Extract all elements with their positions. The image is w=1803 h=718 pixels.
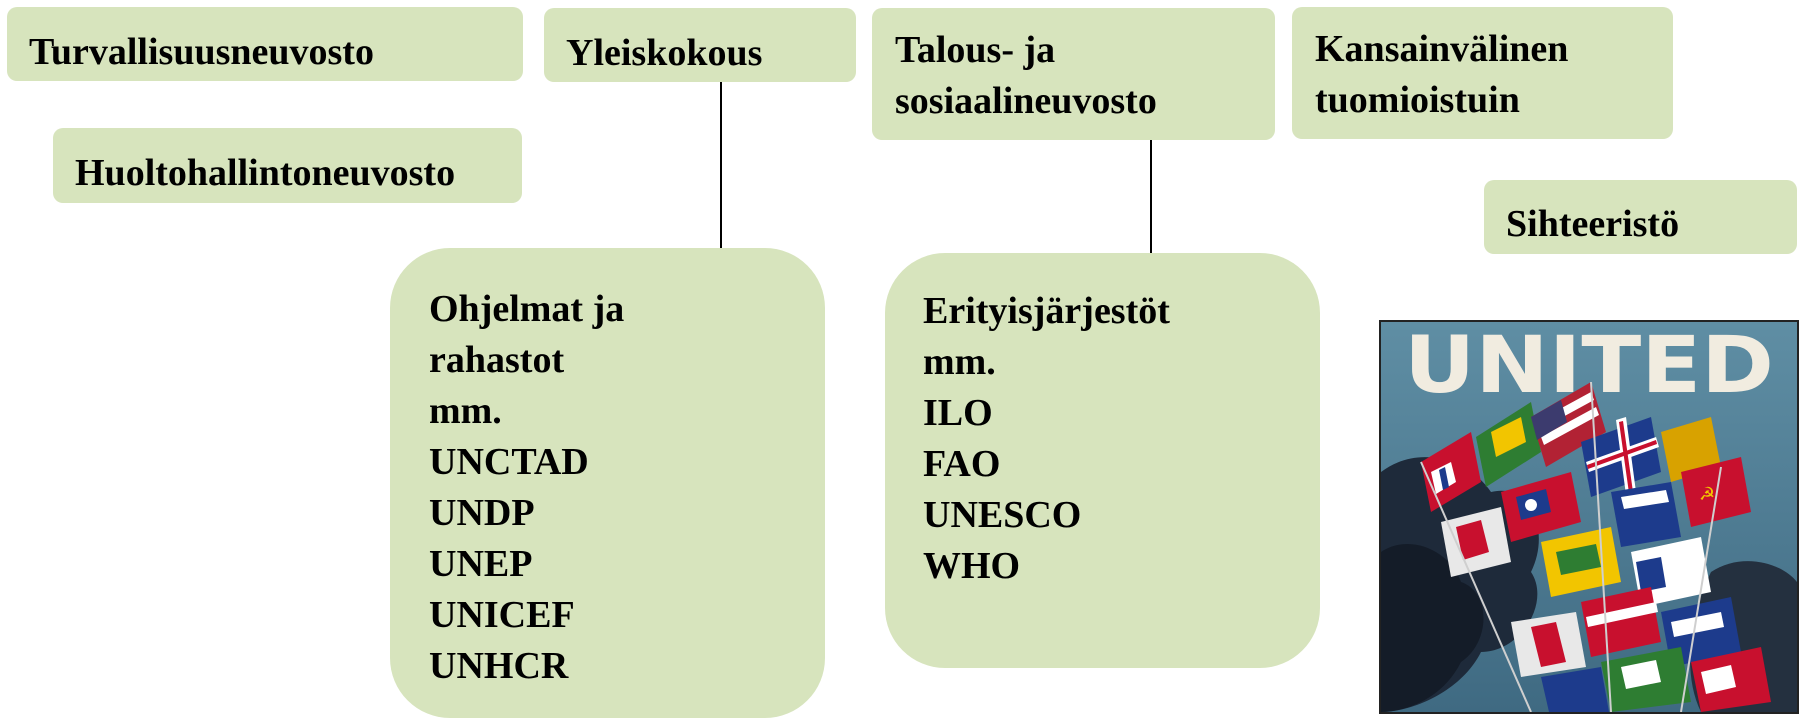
poster-title: UNITED bbox=[1404, 322, 1774, 411]
list-item: UNEP bbox=[429, 543, 533, 585]
connector-talous-erityisjarjestot bbox=[1150, 140, 1152, 254]
box-label-line: sosiaalineuvosto bbox=[895, 80, 1157, 122]
list-item: Ohjelmat ja bbox=[429, 288, 625, 330]
list-item: UNHCR bbox=[429, 645, 569, 687]
box-label-line: Talous- ja bbox=[895, 29, 1056, 71]
box-label: Yleiskokous bbox=[566, 32, 763, 74]
list-item: FAO bbox=[923, 443, 1001, 485]
connector-yleiskokous-ohjelmat bbox=[720, 82, 722, 250]
list-item: UNDP bbox=[429, 492, 535, 534]
box-label-line: tuomioistuin bbox=[1315, 79, 1520, 121]
box-label: Sihteeristö bbox=[1506, 203, 1680, 245]
list-item: UNESCO bbox=[923, 494, 1082, 536]
box-kansainvalinen-tuomioistuin: Kansainvälinen tuomioistuin bbox=[1292, 7, 1673, 139]
box-erityisjarjestot: Erityisjärjestöt mm. ILO FAO UNESCO WHO bbox=[885, 253, 1320, 668]
box-talous-ja-sosiaalineuvosto: Talous- ja sosiaalineuvosto bbox=[872, 8, 1275, 140]
list-item: rahastot bbox=[429, 339, 565, 381]
svg-text:☭: ☭ bbox=[1699, 484, 1715, 505]
list-item: mm. bbox=[923, 341, 996, 383]
list-item: WHO bbox=[923, 545, 1021, 587]
box-label: Turvallisuusneuvosto bbox=[29, 31, 374, 73]
box-turvallisuusneuvosto: Turvallisuusneuvosto bbox=[7, 7, 523, 81]
list-item: UNCTAD bbox=[429, 441, 589, 483]
list-item: Erityisjärjestöt bbox=[923, 290, 1170, 332]
box-ohjelmat-ja-rahastot: Ohjelmat ja rahastot mm. UNCTAD UNDP UNE… bbox=[390, 248, 825, 718]
box-sihteeristo: Sihteeristö bbox=[1484, 180, 1797, 254]
united-nations-poster-image: ☭ UNITED bbox=[1379, 320, 1799, 714]
box-label-line: Kansainvälinen bbox=[1315, 28, 1569, 70]
box-label: Huoltohallintoneuvosto bbox=[75, 152, 456, 194]
list-item: mm. bbox=[429, 390, 502, 432]
box-huoltohallintoneuvosto: Huoltohallintoneuvosto bbox=[53, 128, 522, 203]
list-item: UNICEF bbox=[429, 594, 575, 636]
list-item: ILO bbox=[923, 392, 993, 434]
box-yleiskokous: Yleiskokous bbox=[544, 8, 856, 82]
